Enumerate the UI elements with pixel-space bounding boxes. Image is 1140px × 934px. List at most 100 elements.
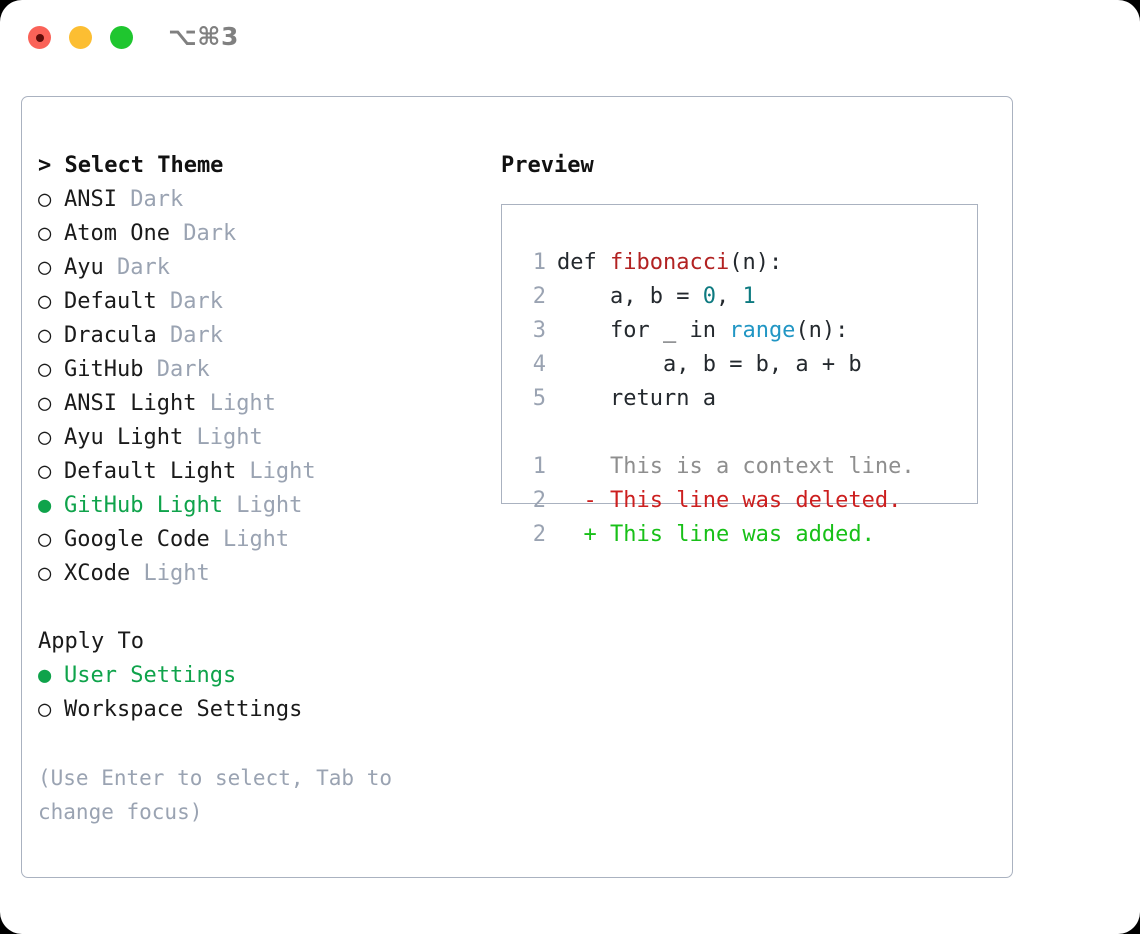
diff-line-number: 2: [532, 488, 546, 513]
code-token-plain: (n):: [729, 250, 783, 275]
theme-option-default[interactable]: ○ Default Dark: [38, 285, 468, 319]
code-token-plain: ,: [715, 284, 743, 309]
code-token-plain: for _ in: [609, 318, 730, 343]
theme-option-ayu[interactable]: ○ Ayu Dark: [38, 251, 468, 285]
apply-to-option-user-settings[interactable]: ● User Settings: [38, 659, 468, 693]
apply-to-header: Apply To: [38, 629, 144, 654]
code-line: 2 a, b = 0, 1: [520, 280, 960, 314]
theme-option-dracula[interactable]: ○ Dracula Dark: [38, 319, 468, 353]
theme-variant-badge: Dark: [116, 187, 184, 212]
hint-spacer: [38, 727, 468, 761]
code-line-number: 4: [532, 352, 546, 377]
theme-variant-badge: Dark: [143, 357, 210, 382]
code-token-num: 0: [702, 284, 716, 309]
radio-unselected-icon: ○: [38, 323, 52, 348]
theme-option-ayu-light[interactable]: ○ Ayu Light Light: [38, 421, 468, 455]
apply-to-option-label: User Settings: [64, 663, 237, 688]
radio-selected-icon: ●: [38, 493, 52, 518]
theme-option-default-light[interactable]: ○ Default Light Light: [38, 455, 468, 489]
radio-unselected-icon: ○: [38, 187, 52, 212]
theme-option-label: Ayu Light: [64, 425, 184, 450]
theme-option-label: Google Code: [64, 527, 210, 552]
code-indent: [557, 318, 610, 343]
preview-header: Preview: [501, 153, 594, 178]
code-token-plain: def: [557, 250, 610, 275]
code-indent: [557, 352, 663, 377]
code-diff-separator: [520, 416, 960, 450]
theme-option-github-light[interactable]: ● GitHub Light Light: [38, 489, 468, 523]
theme-option-atom-one[interactable]: ○Atom One Dark: [38, 217, 468, 251]
radio-unselected-icon: ○: [38, 697, 52, 722]
theme-option-label: ANSI Light: [64, 391, 197, 416]
list-spacer: [38, 591, 468, 625]
theme-list-column: > Select Theme ○ANSI Dark○Atom One Dark○…: [38, 149, 468, 829]
theme-variant-badge: Dark: [103, 255, 170, 280]
diff-line-number: 2: [532, 522, 546, 547]
code-line-number: 5: [532, 386, 546, 411]
close-button[interactable]: [28, 26, 51, 49]
code-token-fn: fibonacci: [609, 250, 730, 275]
theme-option-label: Atom One: [64, 221, 170, 246]
theme-variant-badge: Dark: [169, 221, 237, 246]
code-line: 4 a, b = b, a + b: [520, 348, 960, 382]
code-indent: [557, 386, 610, 411]
preview-column: Preview: [501, 149, 991, 183]
radio-unselected-icon: ○: [38, 561, 52, 586]
theme-variant-badge: Light: [196, 391, 276, 416]
code-token-kwfn: range: [729, 318, 796, 343]
apply-to-option-list: ● User Settings ○ Workspace Settings: [38, 659, 468, 727]
diff-line-del: 2 - This line was deleted.: [520, 484, 960, 518]
theme-option-label: XCode: [64, 561, 131, 586]
diff-line-add: 2 + This line was added.: [520, 518, 960, 552]
theme-variant-badge: Dark: [156, 289, 223, 314]
theme-selector-panel: > Select Theme ○ANSI Dark○Atom One Dark○…: [21, 96, 1013, 878]
radio-unselected-icon: ○: [38, 459, 52, 484]
theme-option-ansi[interactable]: ○ ANSI Dark: [38, 183, 468, 217]
window-controls: [28, 26, 133, 49]
diff-line-number: 1: [532, 454, 546, 479]
theme-variant-badge: Light: [236, 459, 316, 484]
theme-option-label: Default: [64, 289, 157, 314]
radio-unselected-icon: ○: [38, 255, 52, 280]
code-line-number: 1: [532, 250, 546, 275]
diff-snippet: 1 This is a context line. 2 - This line w…: [520, 450, 960, 552]
code-token-plain: a, b =: [609, 284, 703, 309]
title-bar: ⌥⌘3: [0, 0, 1140, 78]
theme-option-label: Ayu: [64, 255, 104, 280]
theme-option-label: Dracula: [64, 323, 157, 348]
radio-unselected-icon: ○: [38, 289, 52, 314]
code-line: 3 for _ in range(n):: [520, 314, 960, 348]
theme-variant-badge: Light: [222, 493, 303, 518]
radio-unselected-icon: ○: [38, 425, 52, 450]
theme-option-label: ANSI: [64, 187, 117, 212]
zoom-button[interactable]: [110, 26, 133, 49]
apply-to-option-label: Workspace Settings: [64, 697, 303, 722]
theme-variant-badge: Light: [183, 425, 263, 450]
theme-option-label: GitHub: [64, 357, 144, 382]
code-token-num: 1: [742, 284, 756, 309]
code-token-plain: a, b = b, a + b: [662, 352, 862, 377]
theme-variant-badge: Light: [130, 561, 210, 586]
theme-option-google-code[interactable]: ○Google Code Light: [38, 523, 468, 557]
apply-to-option-workspace-settings[interactable]: ○ Workspace Settings: [38, 693, 468, 727]
radio-unselected-icon: ○: [38, 357, 52, 382]
theme-variant-badge: Dark: [156, 323, 223, 348]
code-line-number: 2: [532, 284, 546, 309]
radio-selected-icon: ●: [38, 663, 52, 688]
theme-variant-badge: Light: [209, 527, 290, 552]
theme-option-xcode[interactable]: ○ XCode Light: [38, 557, 468, 591]
theme-option-label: GitHub Light: [64, 493, 223, 518]
select-theme-header: > Select Theme: [38, 153, 224, 178]
minimize-button[interactable]: [69, 26, 92, 49]
diff-line-text: + This line was added.: [557, 522, 875, 547]
code-token-plain: (n):: [795, 318, 849, 343]
theme-option-list: ○ANSI Dark○Atom One Dark○Ayu Dark○Defaul…: [38, 183, 468, 591]
theme-option-label: Default Light: [64, 459, 237, 484]
keyboard-hint-text: (Use Enter to select, Tab to change focu…: [38, 766, 393, 824]
theme-option-github[interactable]: ○ GitHub Dark: [38, 353, 468, 387]
theme-option-ansi-light[interactable]: ○ANSI Light Light: [38, 387, 468, 421]
diff-line-text: This is a context line.: [557, 454, 915, 479]
